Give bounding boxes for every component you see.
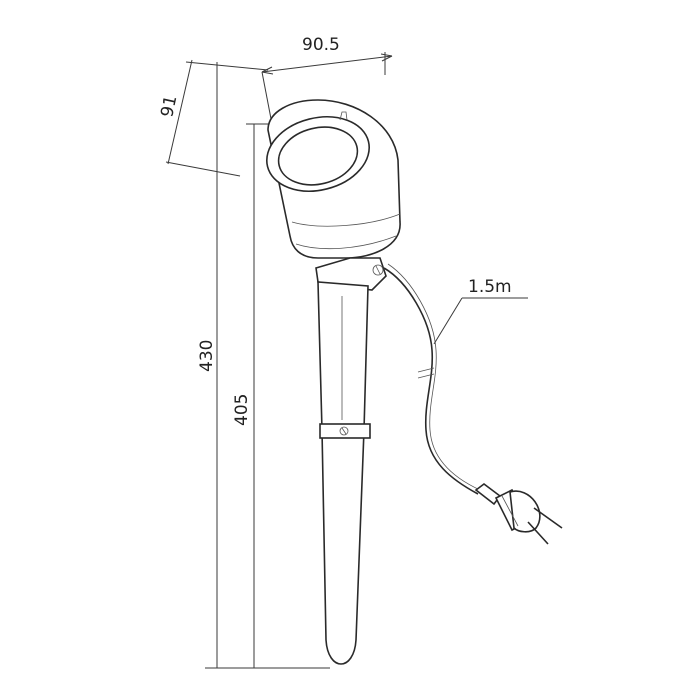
dimension-stake-height: 405: [232, 123, 270, 668]
dim-head-height-label: 91: [157, 94, 181, 119]
dim-head-width-label: 90.5: [302, 35, 340, 55]
dimension-cable-length: 1.5m: [433, 277, 528, 345]
lamp-head: [265, 99, 401, 259]
dim-cable-length-label: 1.5m: [468, 277, 512, 297]
dimension-head-height: 91: [157, 59, 269, 177]
power-plug: [474, 483, 563, 545]
dim-total-height-label: 430: [197, 340, 217, 372]
dimension-total-height: 430: [197, 62, 330, 669]
dim-stake-height-label: 405: [232, 394, 252, 426]
power-cable: [383, 263, 481, 495]
dimension-head-width: 90.5: [261, 35, 393, 125]
ground-stake: [317, 281, 371, 665]
